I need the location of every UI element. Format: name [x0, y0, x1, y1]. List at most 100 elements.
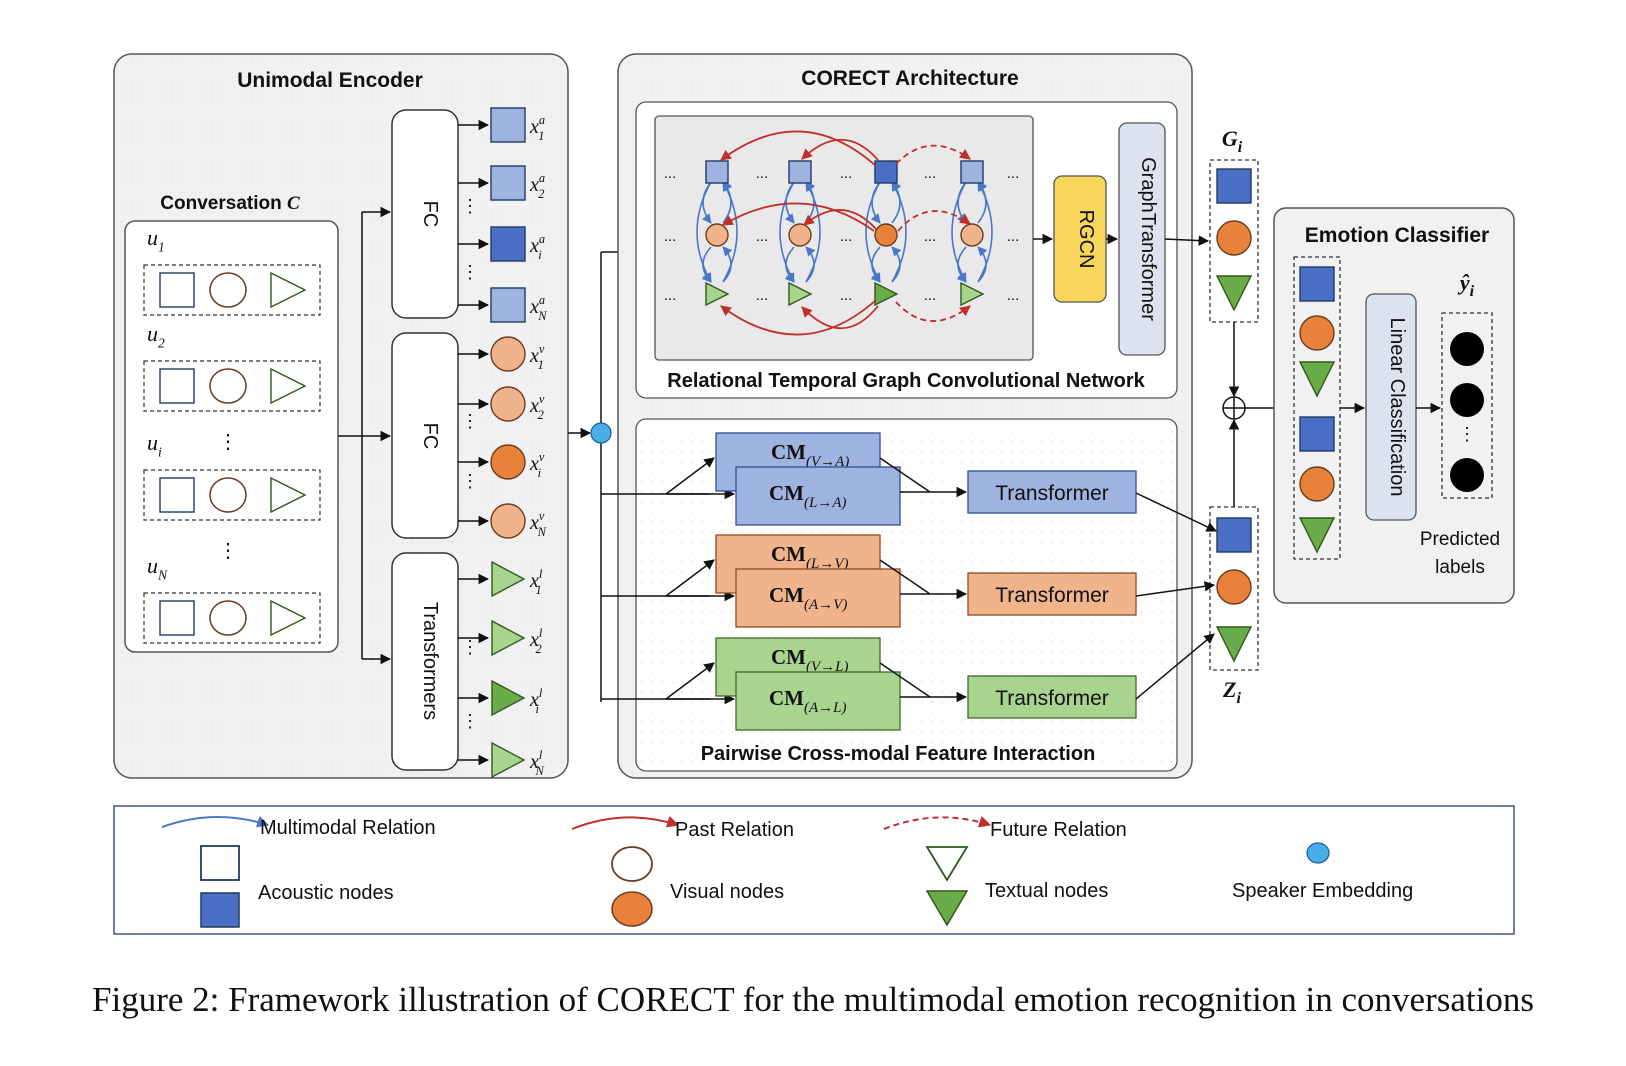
multimodal-relation-edge	[865, 181, 881, 283]
fc-visual-label: FC	[419, 423, 441, 450]
transformer-block	[967, 675, 1137, 719]
utterance-label: u1	[147, 225, 165, 255]
past-relation-icon	[571, 815, 680, 830]
emotion-classifier-panel: Emotion Classifier Linear Classification…	[1273, 207, 1515, 604]
legend-visual: Visual nodes	[670, 881, 784, 903]
visual-feature-node	[490, 336, 526, 372]
legend-past: Past Relation	[675, 819, 794, 841]
z-label: Zi	[1222, 677, 1241, 707]
speaker-embedding-icon	[1306, 842, 1330, 864]
legend-speaker: Speaker Embedding	[1232, 880, 1413, 902]
cm-block-back-label: CM(L→V)	[771, 542, 849, 572]
cm-block-front-label: CM(L→A)	[769, 481, 847, 511]
past-relation-edge	[722, 202, 875, 232]
graph-acoustic-node	[788, 160, 812, 184]
acoustic-node-filled-icon	[200, 892, 240, 928]
rtgcn-title: Relational Temporal Graph Convolutional …	[667, 370, 1145, 392]
predicted-column	[1441, 312, 1493, 499]
future-relation-edge	[895, 144, 971, 165]
graph-transformer-label: GraphTransformer	[1137, 157, 1159, 321]
graph-ellipsis: ...	[756, 165, 769, 182]
acoustic-feature-node	[490, 226, 526, 262]
g-z-nodes	[1135, 168, 1253, 700]
textual-feature-node	[491, 560, 526, 598]
cm-block-back-label: CM(V→L)	[771, 645, 849, 675]
textual-node-hollow-icon	[925, 846, 969, 882]
z-visual-node	[1216, 569, 1252, 605]
predicted-label-node	[1450, 383, 1484, 417]
vdots: ⋮	[461, 196, 479, 216]
multimodal-relation-edge	[951, 181, 967, 283]
fc-acoustic-encoder	[391, 109, 459, 319]
transformer-block	[967, 572, 1137, 616]
cm-input-arrow	[665, 662, 715, 700]
multimodal-relation-edge	[891, 181, 907, 283]
past-relation-edge	[720, 299, 877, 336]
cm-block-front	[735, 568, 901, 628]
fusion-area: Gi Zi	[1135, 126, 1292, 707]
transformer-label: Transformer	[995, 584, 1109, 607]
textual-node	[270, 599, 307, 637]
fused-visual-node	[1299, 315, 1335, 351]
visual-feature-node	[490, 444, 526, 480]
predicted-label-node	[1450, 458, 1484, 492]
speaker-embedding-node	[590, 422, 612, 444]
graph-ellipsis: ...	[1007, 165, 1020, 182]
visual-node-filled-icon	[611, 891, 653, 927]
unimodal-encoder-title: Unimodal Encoder	[237, 69, 423, 92]
utterance-box	[143, 264, 321, 316]
z-textual-node	[1215, 626, 1253, 663]
graph-ellipsis: ...	[664, 228, 677, 245]
graph-ellipsis: ...	[664, 165, 677, 182]
z-acoustic-node	[1216, 517, 1252, 553]
past-relation-edge	[803, 209, 877, 230]
graph-ellipsis: ...	[664, 287, 677, 304]
graph-ellipsis: ...	[840, 165, 853, 182]
fused-visual-node	[1299, 466, 1335, 502]
cm-block-front	[735, 466, 901, 526]
acoustic-node-hollow-icon	[200, 845, 240, 881]
past-relation-edge	[801, 138, 879, 161]
vdots: ⋮	[1458, 424, 1476, 444]
acoustic-node	[159, 600, 195, 636]
textual-node-filled-icon	[925, 890, 969, 927]
multimodal-relation-edge	[977, 181, 993, 283]
cross-modal-blocks: CM(V→A)CM(L→A)TransformerCM(L→V)CM(A→V)T…	[601, 432, 1137, 731]
vdots: ⋮	[461, 411, 479, 431]
visual-node-hollow-icon	[611, 846, 653, 882]
transformer-to-z-arrow	[1135, 581, 1216, 597]
acoustic-node	[159, 272, 195, 308]
encoder-routing-arrows	[338, 206, 392, 665]
unimodal-encoder-panel: Unimodal Encoder Conversation C u1u2uiuN…	[113, 53, 569, 779]
linear-classification-label: Linear Classification	[1386, 318, 1408, 497]
textual-feature-node	[491, 741, 526, 779]
vdots: ⋮	[218, 540, 238, 562]
acoustic-feature-node	[490, 287, 526, 323]
predicted-labels-line1: Predicted	[1420, 529, 1500, 550]
graph-ellipsis: ...	[756, 287, 769, 304]
future-relation-edge	[895, 301, 971, 322]
corect-architecture-panel: CORECT Architecture ....................…	[601, 53, 1193, 779]
transformer-block	[967, 470, 1137, 514]
visual-node	[209, 600, 247, 636]
temporal-graph: ........................................…	[664, 130, 1020, 336]
graph-ellipsis: ...	[924, 228, 937, 245]
vdots: ⋮	[461, 262, 479, 282]
textual-node	[270, 476, 307, 514]
graph-ellipsis: ...	[840, 287, 853, 304]
vdots: ⋮	[461, 711, 479, 731]
visual-feature-node	[490, 386, 526, 422]
emotion-classifier-title: Emotion Classifier	[1305, 224, 1489, 247]
cm-output-line	[879, 457, 931, 493]
utterance-label: ui	[147, 430, 162, 460]
figure-caption: Figure 2: Framework illustration of CORE…	[92, 980, 1534, 1019]
textual-node	[270, 271, 307, 309]
graph-acoustic-node	[874, 160, 898, 184]
